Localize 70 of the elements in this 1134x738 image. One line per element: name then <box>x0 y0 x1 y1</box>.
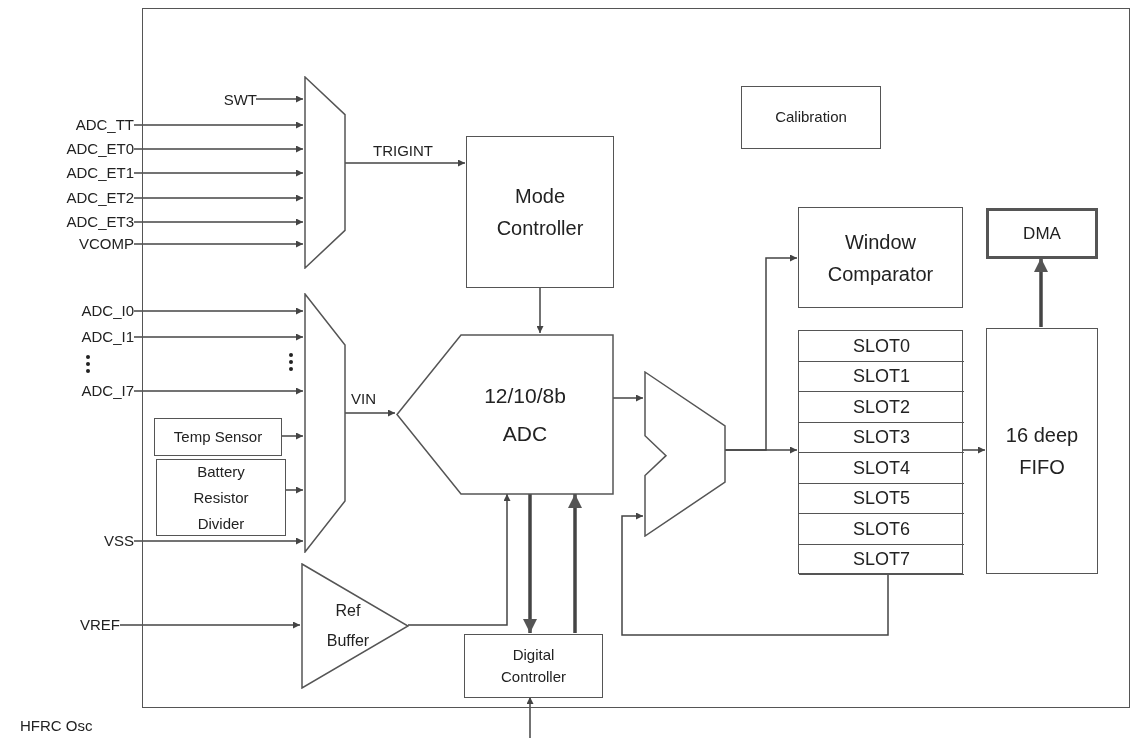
controller-block <box>466 136 614 288</box>
buffer-triangle <box>301 563 409 689</box>
arrow <box>407 493 511 626</box>
arrow <box>133 218 304 226</box>
signal-label: SWT <box>223 89 257 110</box>
signal-label: HFRC Osc <box>20 716 93 736</box>
block-label: Temp Sensor <box>173 426 263 447</box>
arrow <box>280 432 304 440</box>
block-label: 12/10/8b ADC <box>483 382 567 447</box>
signal-label: ADC_ET2 <box>66 187 134 208</box>
signal-label: ADC_I7 <box>81 380 134 401</box>
arrow <box>133 121 304 129</box>
multiplexer-shape <box>644 371 726 537</box>
arrow <box>536 286 544 334</box>
block-label: SLOT0 <box>853 336 910 355</box>
fifo-block <box>986 328 1098 574</box>
signal-label: ADC_ET0 <box>66 138 134 159</box>
signal-label: VSS <box>104 530 134 551</box>
chip-boundary <box>142 8 1130 708</box>
arrow <box>1034 258 1048 327</box>
arrow <box>133 387 304 395</box>
arrow <box>526 696 534 738</box>
arrow <box>133 240 304 248</box>
sensor-block <box>154 418 282 456</box>
block-label: SLOT3 <box>853 428 910 447</box>
block-label: DMA <box>1023 222 1061 245</box>
block-label: 16 deep FIFO <box>1004 423 1080 480</box>
arrow <box>119 621 301 629</box>
signal-label: ADC_I1 <box>81 326 134 347</box>
arrow <box>621 512 889 636</box>
arrow <box>133 537 304 545</box>
block-label: SLOT6 <box>853 519 910 538</box>
block-label: SLOT5 <box>853 489 910 508</box>
signal-label: VCOMP <box>79 233 134 254</box>
calibration-block <box>741 86 881 149</box>
arrow <box>523 494 537 633</box>
block-label: Battery Resistor Divider <box>192 461 250 534</box>
block-label: SLOT4 <box>853 458 910 477</box>
arrow <box>133 145 304 153</box>
controller-block <box>464 634 603 698</box>
block-label: Calibration <box>775 107 847 128</box>
signal-label: ADC_ET1 <box>66 162 134 183</box>
signal-label: ADC_I0 <box>81 300 134 321</box>
slot-stack <box>798 330 963 574</box>
multiplexer-shape <box>304 76 346 269</box>
edge-label: TRIGINT <box>372 143 434 158</box>
block-label: SLOT1 <box>853 367 910 386</box>
dma-block <box>986 208 1098 259</box>
adc-block <box>396 334 614 495</box>
arrow <box>133 169 304 177</box>
arrow <box>284 486 304 494</box>
signal-label: VREF <box>80 614 120 635</box>
signal-label: ADC_TT <box>75 114 134 135</box>
arrow <box>961 446 986 454</box>
signal-label: ADC_ET3 <box>66 211 134 232</box>
arrow <box>133 333 304 341</box>
arrow <box>133 194 304 202</box>
arrow <box>568 494 582 633</box>
block-label: SLOT7 <box>853 550 910 569</box>
block-label: SLOT2 <box>853 397 910 416</box>
divider-block <box>156 459 286 536</box>
multiplexer-shape <box>304 293 346 553</box>
block-label: Ref Buffer <box>325 601 371 651</box>
edge-label: VIN <box>350 391 377 406</box>
arrow <box>133 307 304 315</box>
arrow <box>255 95 304 103</box>
comparator-block <box>798 207 963 308</box>
block-label: Window Comparator <box>826 229 935 287</box>
block-label: Mode Controller <box>495 184 585 241</box>
block-label: Digital Controller <box>500 644 567 687</box>
